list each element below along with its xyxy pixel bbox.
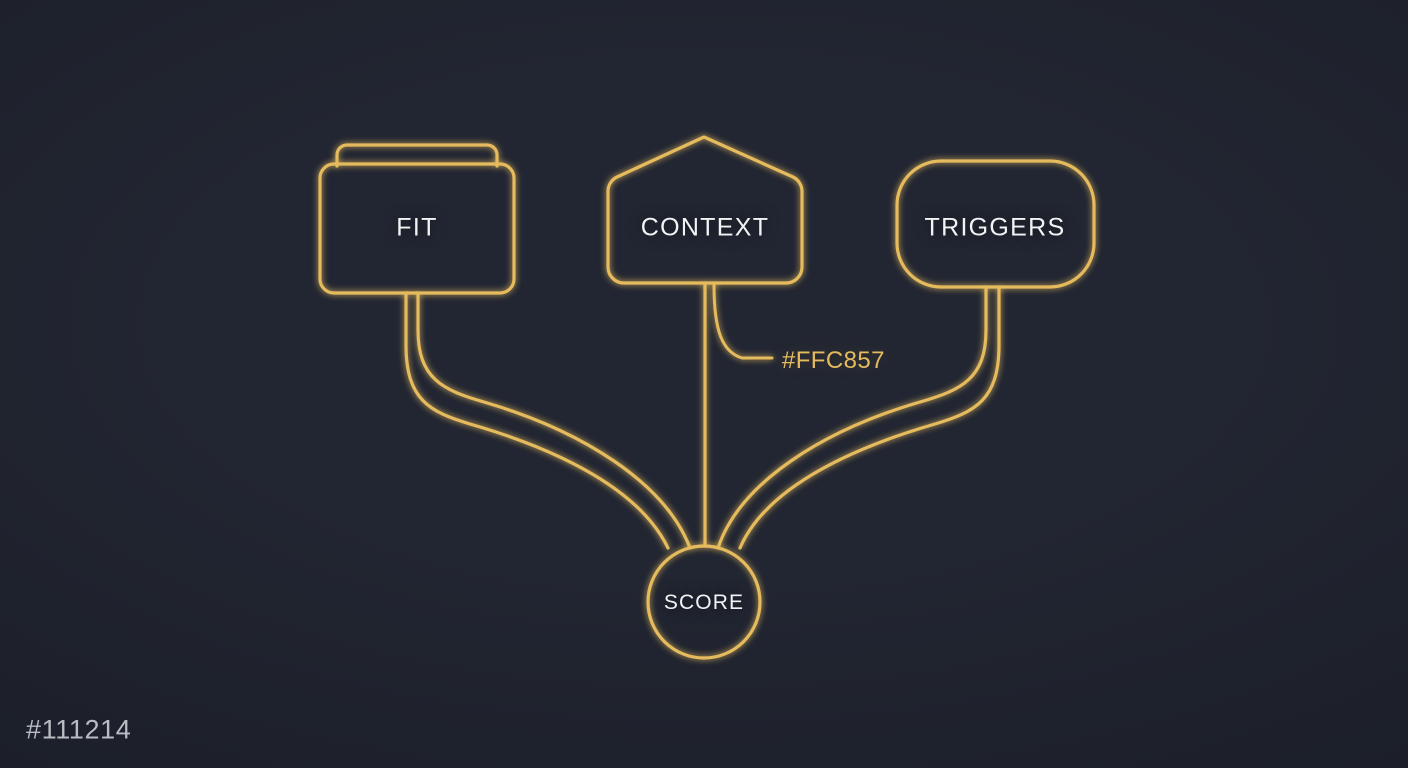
edge-fit-to-score-outer	[404, 291, 670, 550]
node-shape-fit-tab	[335, 143, 499, 168]
accent-color-swatch-label: #FFC857	[782, 347, 885, 374]
background-color-swatch-label: #111214	[26, 714, 132, 745]
node-shape-fit-body	[318, 162, 516, 295]
node-shape-context	[606, 135, 804, 285]
node-shape-score	[646, 544, 762, 660]
edge-triggers-to-score-inner	[716, 285, 988, 550]
node-shape-triggers	[895, 159, 1096, 289]
edge-triggers-to-score-outer	[738, 285, 1001, 550]
edge-fit-to-score-inner	[416, 291, 692, 550]
accent-swatch-leader-line	[712, 283, 774, 360]
